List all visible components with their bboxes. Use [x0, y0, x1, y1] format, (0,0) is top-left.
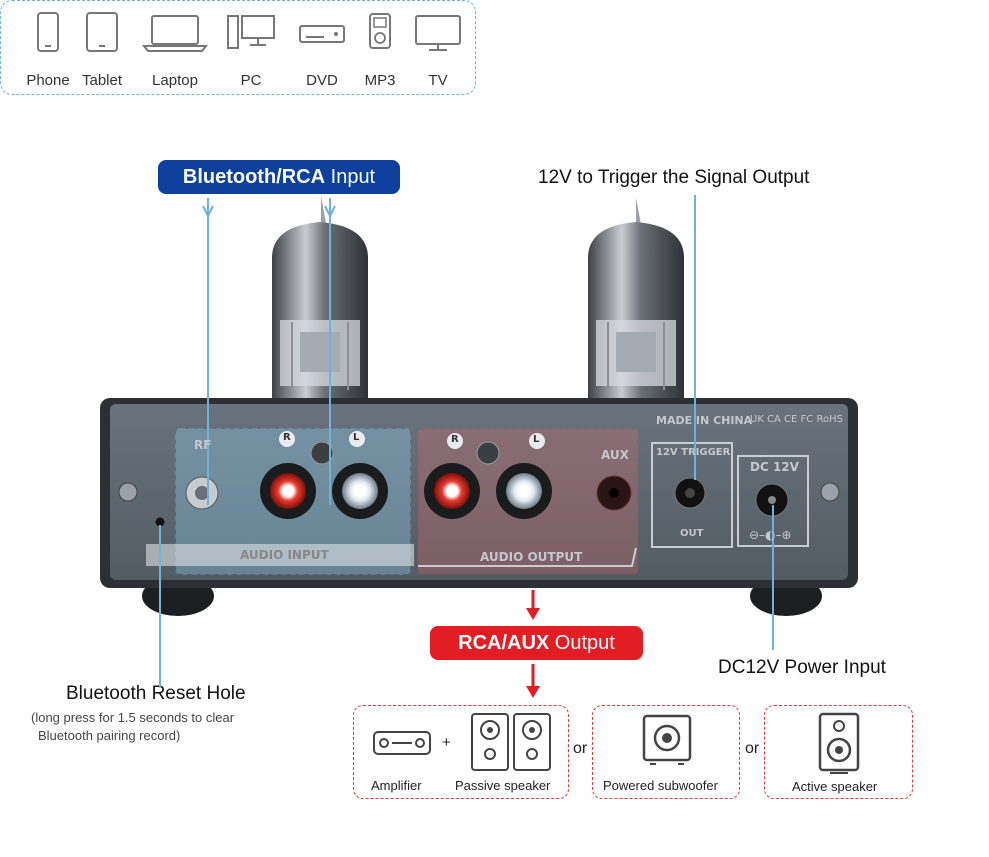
- plus-sign: +: [442, 734, 451, 751]
- source-label: Tablet: [81, 72, 123, 89]
- active-speaker-label: Active speaker: [792, 779, 878, 794]
- input-pill-rest: Input: [325, 166, 376, 188]
- output-rca-right-jack: [434, 473, 470, 509]
- input-rca-left-jack: [342, 473, 378, 509]
- leader-lines: [159, 195, 774, 688]
- vacuum-tube-left: [272, 196, 368, 398]
- made-in-label: MADE IN CHINA: [656, 414, 753, 427]
- source-pc: PC: [224, 10, 278, 89]
- source-phone: Phone: [26, 10, 70, 89]
- source-tablet: Tablet: [82, 10, 122, 89]
- input-rca-right-jack: [270, 473, 306, 509]
- source-label: TV: [428, 72, 448, 89]
- output-option-active-speaker: [764, 705, 913, 799]
- rf-label: RF: [194, 438, 212, 452]
- input-r-label: R: [283, 432, 291, 443]
- output-pill-bold: RCA/AUX: [458, 632, 550, 654]
- certification-marks: UK CA CE FC RoHS: [750, 414, 843, 425]
- reset-note-line-2: Bluetooth pairing record): [38, 728, 181, 743]
- trigger-out-label: OUT: [680, 528, 704, 539]
- reset-hole: [155, 517, 165, 527]
- amplifier-icon: [373, 731, 431, 755]
- aux-label: AUX: [601, 448, 629, 462]
- source-label: MP3: [364, 72, 396, 89]
- output-l-label: L: [533, 434, 540, 445]
- output-r-label: R: [451, 434, 459, 445]
- pc-icon: [227, 15, 275, 49]
- source-label: Phone: [26, 72, 70, 89]
- subwoofer-label: Powered subwoofer: [603, 778, 718, 793]
- audio-output-label: AUDIO OUTPUT: [480, 550, 583, 564]
- trigger-label: 12V TRIGGER: [656, 447, 731, 458]
- mp3-icon: [369, 13, 391, 49]
- source-dvd: DVD: [296, 10, 348, 89]
- or-label-1: or: [573, 740, 588, 757]
- rca-aux-output-label: RCA/AUX Output: [430, 626, 643, 660]
- output-option-subwoofer: [592, 705, 740, 799]
- output-pill-rest: Output: [549, 632, 615, 654]
- power-callout: DC12V Power Input: [718, 657, 886, 678]
- trigger-callout: 12V to Trigger the Signal Output: [538, 167, 810, 188]
- reset-callout: Bluetooth Reset Hole: [66, 683, 246, 704]
- tv-icon: [415, 15, 461, 51]
- audio-input-label: AUDIO INPUT: [240, 548, 329, 562]
- or-label-2: or: [745, 740, 760, 757]
- trigger-panel: [651, 442, 733, 548]
- input-l-label: L: [353, 432, 360, 443]
- dvd-icon: [299, 25, 345, 43]
- output-arrows: [526, 590, 540, 698]
- bluetooth-rca-input-label: Bluetooth/RCA Input: [158, 160, 400, 194]
- source-devices-box: Phone Tablet Laptop PC DVD MP3 TV: [0, 0, 476, 95]
- tablet-icon: [86, 12, 118, 52]
- source-label: PC: [240, 72, 262, 89]
- active-speaker-icon: [818, 712, 860, 774]
- input-pill-bold: Bluetooth/RCA: [182, 166, 326, 188]
- output-rca-left-jack: [506, 473, 542, 509]
- phone-icon: [37, 12, 59, 52]
- passive-speaker-icon: [471, 713, 551, 771]
- screw-icon: [820, 482, 840, 502]
- source-label: Laptop: [152, 72, 198, 89]
- passive-speaker-label: Passive speaker: [455, 778, 551, 793]
- source-mp3: MP3: [360, 10, 400, 89]
- subwoofer-icon: [642, 714, 692, 765]
- amplifier-label: Amplifier: [371, 778, 422, 793]
- screw-icon: [118, 482, 138, 502]
- source-label: DVD: [306, 72, 338, 89]
- reset-note-line-1: (long press for 1.5 seconds to clear: [31, 710, 235, 725]
- vacuum-tube-right: [588, 198, 684, 398]
- dc-polarity-icon: ⊖–◐–⊕: [749, 528, 792, 542]
- source-laptop: Laptop: [140, 10, 210, 89]
- laptop-icon: [141, 15, 209, 52]
- source-tv: TV: [412, 10, 464, 89]
- output-option-amplifier-passive: [353, 705, 569, 799]
- dc-label: DC 12V: [750, 460, 799, 474]
